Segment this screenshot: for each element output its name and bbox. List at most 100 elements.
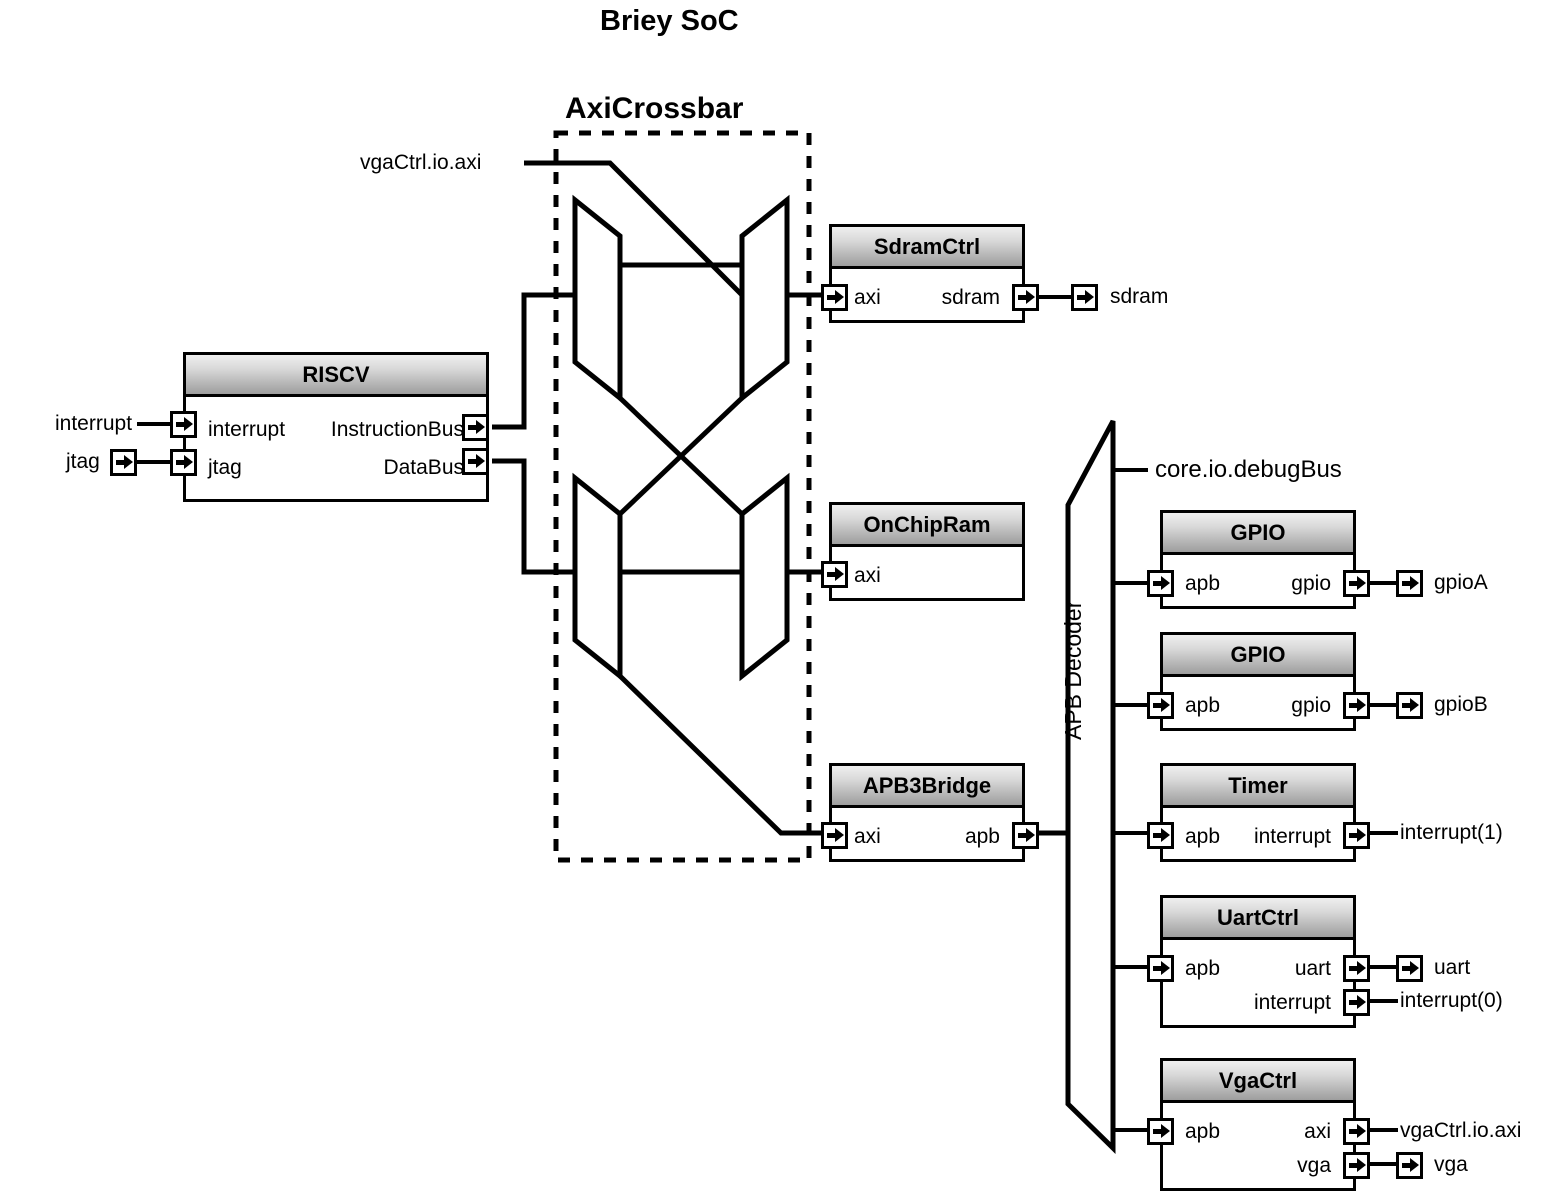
port-vgactrl-axi[interactable] — [1343, 1118, 1370, 1145]
port-onchipram-axi[interactable] — [821, 561, 848, 588]
label-external-vga: vga — [1434, 1153, 1468, 1176]
port-gpio-a-apb[interactable] — [1147, 570, 1174, 597]
module-riscv[interactable]: RISCV interrupt jtag InstructionBus Data… — [183, 352, 489, 502]
wire-databus — [492, 458, 575, 575]
port-label-uartctrl-interrupt: interrupt — [1253, 991, 1331, 1014]
module-onchipram-title: OnChipRam — [832, 505, 1022, 547]
port-label-gpio-b-apb: apb — [1185, 694, 1221, 717]
label-core-debugbus: core.io.debugBus — [1155, 456, 1342, 483]
port-label-apb3bridge-apb: apb — [964, 825, 1000, 848]
port-uartctrl-interrupt[interactable] — [1343, 989, 1370, 1016]
port-label-uartctrl-uart: uart — [1294, 957, 1331, 980]
port-label-timer-interrupt: interrupt — [1253, 825, 1331, 848]
port-riscv-instructionbus[interactable] — [462, 414, 489, 441]
port-uartctrl-apb[interactable] — [1147, 955, 1174, 982]
port-external-gpiob[interactable] — [1396, 692, 1423, 719]
module-sdramctrl-body: axi sdram — [832, 269, 1022, 320]
port-vgactrl-vga[interactable] — [1343, 1152, 1370, 1179]
port-riscv-databus[interactable] — [462, 448, 489, 475]
crossbar-boundary — [553, 130, 812, 863]
port-apb3bridge-axi[interactable] — [821, 822, 848, 849]
module-apb3bridge[interactable]: APB3Bridge axi apb — [829, 763, 1025, 862]
port-riscv-interrupt-in[interactable] — [170, 411, 197, 438]
port-label-vgactrl-apb: apb — [1185, 1120, 1221, 1143]
wire-instructionbus — [492, 292, 575, 430]
module-gpio-b[interactable]: GPIO apb gpio — [1160, 632, 1356, 731]
label-external-gpioa: gpioA — [1434, 571, 1488, 594]
module-gpio-a-title: GPIO — [1163, 513, 1353, 555]
module-gpio-b-title: GPIO — [1163, 635, 1353, 677]
crossbar-mux-lower-right — [739, 472, 790, 682]
port-apb3bridge-apb[interactable] — [1012, 822, 1039, 849]
port-timer-apb[interactable] — [1147, 822, 1174, 849]
module-timer[interactable]: Timer apb interrupt — [1160, 763, 1356, 862]
port-external-jtag[interactable] — [110, 449, 137, 476]
label-external-uart: uart — [1434, 956, 1471, 979]
port-label-riscv-interrupt-in: interrupt — [208, 418, 286, 441]
crossbar-mux-upper-left — [572, 194, 623, 404]
apb-decoder-label: APB Decoder — [1060, 600, 1086, 740]
port-uartctrl-uart[interactable] — [1343, 955, 1370, 982]
label-external-gpiob: gpioB — [1434, 693, 1488, 716]
module-apb3bridge-body: axi apb — [832, 808, 1022, 859]
port-gpio-a-gpio[interactable] — [1343, 570, 1370, 597]
wire-cross-b — [618, 396, 744, 516]
port-label-gpio-a-gpio: gpio — [1291, 572, 1331, 595]
port-label-onchipram-axi: axi — [854, 564, 881, 587]
crossbar-title: AxiCrossbar — [565, 92, 744, 125]
module-sdramctrl-title: SdramCtrl — [832, 227, 1022, 269]
module-gpio-b-body: apb gpio — [1163, 677, 1353, 728]
crossbar-mux-lower-left — [572, 472, 623, 682]
label-external-interrupt: interrupt — [55, 412, 133, 435]
port-label-riscv-jtag-in: jtag — [208, 456, 242, 479]
module-uartctrl-title: UartCtrl — [1163, 898, 1353, 940]
port-sdramctrl-sdram[interactable] — [1012, 284, 1039, 311]
module-gpio-a[interactable]: GPIO apb gpio — [1160, 510, 1356, 609]
label-external-vga-axi: vgaCtrl.io.axi — [1400, 1119, 1522, 1142]
port-label-uartctrl-apb: apb — [1185, 957, 1221, 980]
label-vgactrl-axi-top: vgaCtrl.io.axi — [360, 151, 482, 174]
port-label-riscv-instructionbus: InstructionBus — [330, 418, 464, 441]
port-riscv-jtag-in[interactable] — [170, 449, 197, 476]
wire-mux-to-apb3bridge — [618, 674, 826, 836]
module-riscv-body: interrupt jtag InstructionBus DataBus — [186, 397, 486, 499]
port-gpio-b-apb[interactable] — [1147, 692, 1174, 719]
port-sdramctrl-axi[interactable] — [821, 284, 848, 311]
port-label-sdramctrl-axi: axi — [854, 286, 881, 309]
port-external-uart[interactable] — [1396, 955, 1423, 982]
port-label-riscv-databus: DataBus — [383, 456, 464, 479]
port-label-gpio-b-gpio: gpio — [1291, 694, 1331, 717]
module-vgactrl-body: apb axi vga — [1163, 1103, 1353, 1188]
port-gpio-b-gpio[interactable] — [1343, 692, 1370, 719]
module-uartctrl-body: apb uart interrupt — [1163, 940, 1353, 1025]
port-label-gpio-a-apb: apb — [1185, 572, 1221, 595]
module-sdramctrl[interactable]: SdramCtrl axi sdram — [829, 224, 1025, 323]
module-timer-body: apb interrupt — [1163, 808, 1353, 859]
port-label-vgactrl-axi: axi — [1304, 1120, 1331, 1143]
port-external-vga[interactable] — [1396, 1152, 1423, 1179]
port-label-apb3bridge-axi: axi — [854, 825, 881, 848]
crossbar-mux-upper-right — [739, 194, 790, 404]
module-onchipram[interactable]: OnChipRam axi — [829, 502, 1025, 601]
module-riscv-title: RISCV — [186, 355, 486, 397]
port-external-gpioa[interactable] — [1396, 570, 1423, 597]
page-title: Briey SoC — [600, 5, 739, 37]
module-uartctrl[interactable]: UartCtrl apb uart interrupt — [1160, 895, 1356, 1028]
label-external-timer-interrupt: interrupt(1) — [1400, 821, 1503, 844]
port-label-vgactrl-vga: vga — [1297, 1154, 1331, 1177]
port-vgactrl-apb[interactable] — [1147, 1118, 1174, 1145]
module-vgactrl-title: VgaCtrl — [1163, 1061, 1353, 1103]
module-apb3bridge-title: APB3Bridge — [832, 766, 1022, 808]
module-timer-title: Timer — [1163, 766, 1353, 808]
label-external-sdram: sdram — [1110, 285, 1169, 308]
label-external-jtag: jtag — [66, 450, 100, 473]
apb-decoder-shape — [1065, 419, 1116, 1154]
label-external-uart-interrupt: interrupt(0) — [1400, 989, 1503, 1012]
module-vgactrl[interactable]: VgaCtrl apb axi vga — [1160, 1058, 1356, 1191]
port-external-sdram[interactable] — [1071, 284, 1098, 311]
port-label-sdramctrl-sdram: sdram — [941, 286, 1000, 309]
port-timer-interrupt[interactable] — [1343, 822, 1370, 849]
module-gpio-a-body: apb gpio — [1163, 555, 1353, 606]
